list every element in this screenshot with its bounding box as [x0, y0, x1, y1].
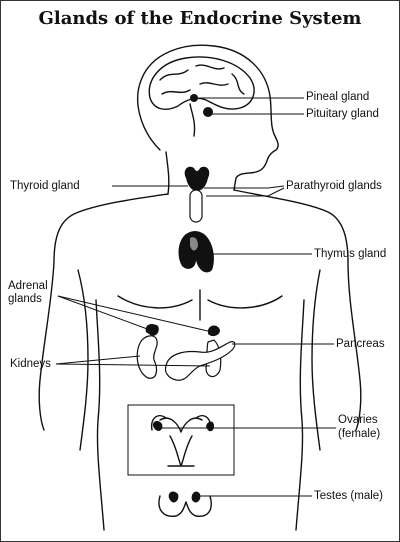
torso-left — [95, 299, 105, 531]
neck-left — [165, 151, 170, 195]
thymus-gland-shape — [178, 231, 214, 273]
pineal-gland-label: Pineal gland — [306, 91, 370, 103]
pituitary-gland-shape — [203, 107, 213, 117]
kidney-leader-right — [55, 363, 211, 367]
brainstem — [189, 103, 196, 137]
adrenal-left-shape — [145, 324, 159, 336]
parathyroid-glands-label: Parathyroid glands — [286, 180, 382, 192]
adrenal-glands-label-line2: glands — [8, 293, 42, 305]
brain-outline — [148, 56, 255, 110]
ovaries-inset-box — [127, 404, 235, 476]
pituitary-gland-label: Pituitary gland — [306, 108, 379, 120]
trachea-shape — [189, 189, 203, 223]
brain-folds — [159, 64, 245, 95]
head-outline — [136, 44, 279, 191]
pineal-gland-shape — [190, 94, 198, 102]
adrenal-leader-left — [57, 295, 151, 331]
parathyroid-leader-a — [204, 185, 285, 189]
pancreas-shape — [164, 341, 236, 381]
left-arm-inner — [77, 269, 89, 451]
parathyroid-leader-b — [206, 187, 285, 197]
adrenal-glands-label-line1: Adrenal — [8, 280, 48, 292]
ovary-right-shape — [206, 421, 214, 432]
thymus-gland-label: Thymus gland — [314, 248, 387, 260]
thymus-highlight — [190, 237, 198, 251]
pectoral-right — [207, 295, 283, 309]
scrotum-outline — [158, 495, 212, 517]
testes-label: Testes (male) — [314, 490, 384, 502]
kidney-leader-left — [55, 355, 141, 365]
kidneys-label: Kidneys — [10, 358, 51, 370]
torso-right — [295, 299, 305, 531]
testis-right-shape — [191, 491, 201, 503]
right-shoulder — [233, 189, 362, 431]
kidney-left-shape — [136, 335, 158, 379]
pectoral-left — [117, 295, 193, 309]
adrenal-leader-right — [57, 295, 213, 333]
pancreas-label: Pancreas — [336, 338, 385, 350]
testis-left-shape — [168, 491, 179, 503]
thyroid-gland-label: Thyroid gland — [10, 180, 80, 192]
thyroid-gland-shape — [184, 166, 210, 191]
right-arm-inner — [311, 269, 321, 451]
adrenal-right-shape — [208, 325, 220, 337]
left-shoulder — [38, 193, 169, 431]
uterus — [159, 417, 203, 467]
ovaries-label-line2: (female) — [338, 428, 381, 440]
ovaries-label-line1: Ovaries — [338, 414, 378, 426]
diagram-title: Glands of the Endocrine System — [38, 8, 362, 29]
ovary-left-shape — [152, 421, 163, 431]
